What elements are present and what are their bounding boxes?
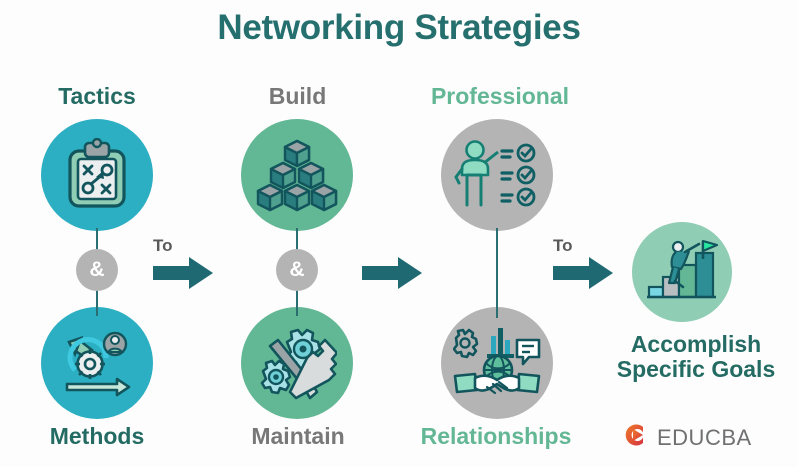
handshake-globe-icon [453,324,541,402]
column-2-connector-bottom [296,288,298,316]
arrow-1-to-label: To [153,236,173,255]
column-1-connector-top [96,228,98,258]
result-label-line-1: Accomplish [630,331,762,357]
column-3-bottom-label: Relationships [420,423,572,449]
arrow-1-group: To [153,236,215,296]
maintain-circle [241,307,353,419]
professional-circle [441,119,553,231]
column-2-connector-top [296,228,298,258]
column-3-connector [496,228,498,318]
educba-logo-text: EDUCBA [657,424,752,450]
column-1-ampersand: & [76,249,118,291]
gears-wrench-icon [257,324,337,402]
arrow-right-icon [153,257,213,289]
column-1-top-label: Tactics [58,83,136,109]
stacked-blocks-icon [255,137,339,213]
methods-circle [41,307,153,419]
educba-logo[interactable]: EDUCBA [620,420,752,455]
column-2-ampersand: & [276,249,318,291]
person-checklist-icon [454,139,540,211]
build-circle [241,119,353,231]
column-3-top-label: Professional [430,83,570,109]
educba-play-circle-icon [620,420,650,455]
arrow-right-icon [362,257,422,289]
result-label-line-2: Specific Goals [616,355,776,382]
column-1-bottom-label: Methods [49,423,145,449]
arrow-3-group: To [553,236,615,296]
column-1-connector-bottom [96,288,98,316]
column-2-top-label: Build [268,83,327,109]
process-gear-arrow-icon [59,328,135,398]
column-2-bottom-label: Maintain [251,423,345,449]
page-title: Networking Strategies [217,8,581,47]
arrow-3-to-label: To [553,236,573,255]
arrow-2-group [362,255,424,296]
tactics-circle [41,119,153,231]
relationships-circle [441,307,553,419]
accomplish-goals-circle [632,222,732,322]
climb-stairs-flag-icon [645,239,719,305]
strategy-clipboard-icon [60,138,134,212]
arrow-right-icon [553,257,613,289]
